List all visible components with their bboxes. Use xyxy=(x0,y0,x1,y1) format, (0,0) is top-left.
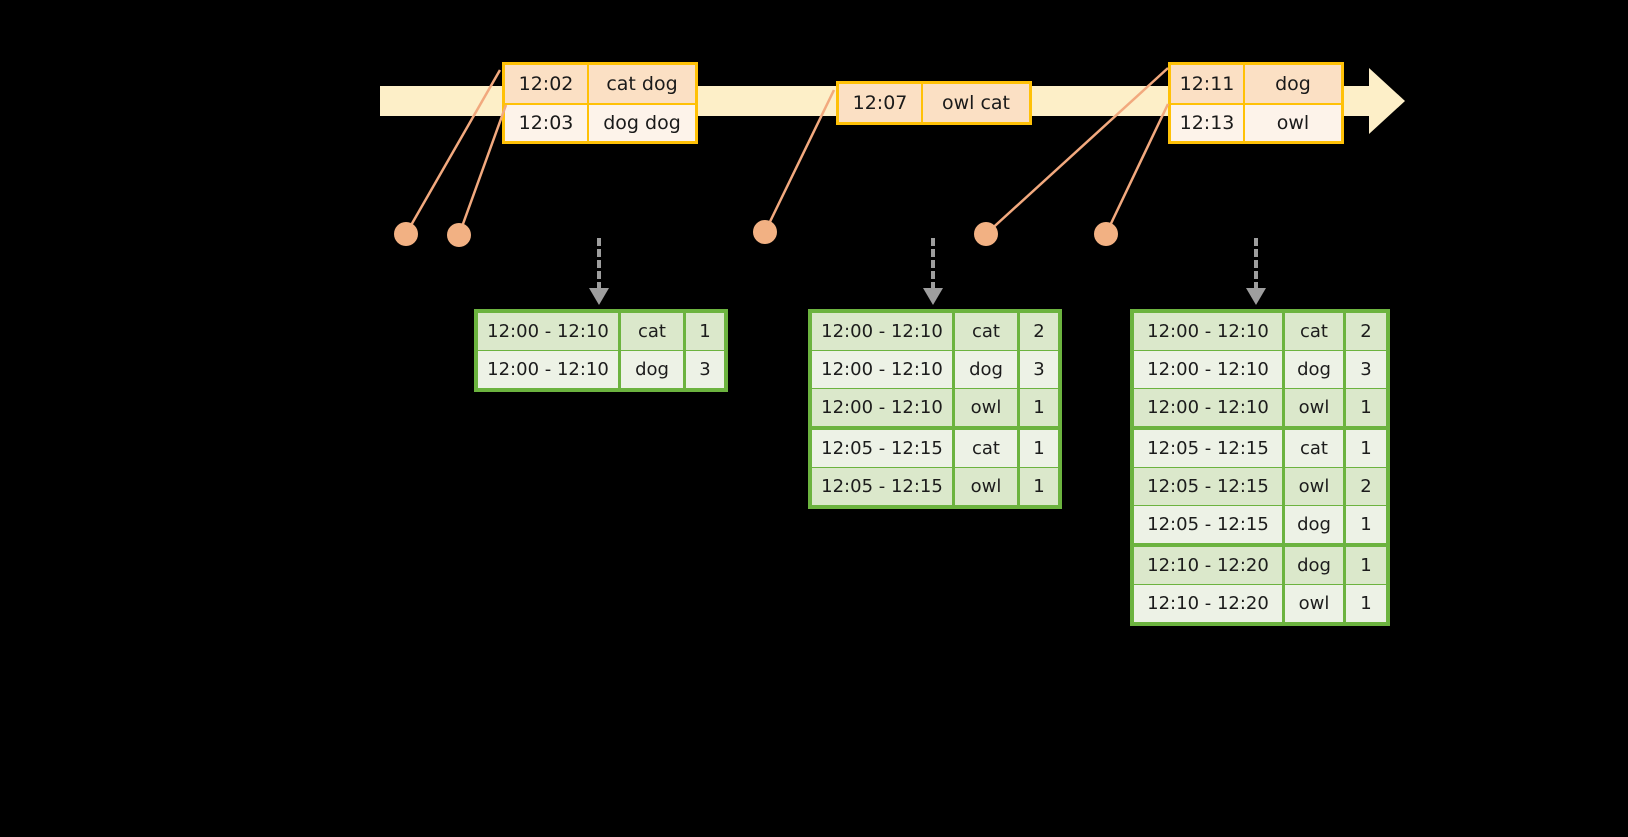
cell-window: 12:00 - 12:10 xyxy=(812,313,952,350)
cell-window: 12:00 - 12:10 xyxy=(1134,351,1282,388)
cell-count: 1 xyxy=(686,313,724,350)
event-time: 12:03 xyxy=(505,105,589,141)
event-box-3: 12:11 dog 12:13 owl xyxy=(1168,62,1344,144)
cell-count: 1 xyxy=(1346,506,1386,543)
cell-window: 12:05 - 12:15 xyxy=(812,468,952,505)
cell-window: 12:05 - 12:15 xyxy=(812,430,952,467)
cell-window: 12:10 - 12:20 xyxy=(1134,585,1282,622)
cell-count: 1 xyxy=(1020,389,1058,426)
event-box-2: 12:07 owl cat xyxy=(836,81,1032,125)
cell-word: dog xyxy=(955,351,1017,388)
cell-word: cat xyxy=(1285,313,1343,350)
event-marker-1-dot-icon xyxy=(394,222,418,246)
cell-window: 12:00 - 12:10 xyxy=(1134,389,1282,426)
arrow-head-icon xyxy=(923,288,943,305)
event-time: 12:11 xyxy=(1171,65,1245,103)
event-row: 12:07 owl cat xyxy=(839,84,1029,122)
event-words: owl xyxy=(1245,105,1341,141)
cell-window: 12:00 - 12:10 xyxy=(478,351,618,388)
cell-count: 1 xyxy=(1020,430,1058,467)
cell-window: 12:05 - 12:15 xyxy=(1134,430,1282,467)
cell-word: owl xyxy=(1285,389,1343,426)
cell-window: 12:10 - 12:20 xyxy=(1134,547,1282,584)
cell-count: 2 xyxy=(1020,313,1058,350)
cell-window: 12:00 - 12:10 xyxy=(812,351,952,388)
event-row: 12:11 dog xyxy=(1171,65,1341,103)
cell-count: 2 xyxy=(1346,468,1386,505)
cell-word: cat xyxy=(621,313,683,350)
cell-word: owl xyxy=(955,468,1017,505)
event-words: dog xyxy=(1245,65,1341,103)
event-words: cat dog xyxy=(589,65,695,103)
cell-word: cat xyxy=(955,313,1017,350)
cell-window: 12:00 - 12:10 xyxy=(478,313,618,350)
cell-count: 2 xyxy=(1346,313,1386,350)
cell-word: owl xyxy=(1285,468,1343,505)
arrow-shaft xyxy=(597,238,601,290)
event-marker-5-line xyxy=(1104,103,1170,235)
cell-word: dog xyxy=(1285,351,1343,388)
cell-word: cat xyxy=(1285,430,1343,467)
event-words: owl cat xyxy=(923,84,1029,122)
cell-count: 3 xyxy=(1020,351,1058,388)
event-marker-2-line xyxy=(457,104,508,236)
event-box-1: 12:02 cat dog 12:03 dog dog xyxy=(502,62,698,144)
event-marker-4-dot-icon xyxy=(974,222,998,246)
cell-count: 1 xyxy=(1346,430,1386,467)
event-row: 12:02 cat dog xyxy=(505,65,695,103)
event-marker-2-dot-icon xyxy=(447,223,471,247)
cell-count: 1 xyxy=(1346,389,1386,426)
cell-word: dog xyxy=(621,351,683,388)
arrow-head-icon xyxy=(589,288,609,305)
cell-window: 12:00 - 12:10 xyxy=(1134,313,1282,350)
event-time: 12:13 xyxy=(1171,105,1245,141)
cell-count: 3 xyxy=(686,351,724,388)
event-words: dog dog xyxy=(589,105,695,141)
event-row: 12:03 dog dog xyxy=(505,103,695,141)
event-marker-3-dot-icon xyxy=(753,220,777,244)
cell-word: owl xyxy=(1285,585,1343,622)
cell-window: 12:05 - 12:15 xyxy=(1134,468,1282,505)
event-row: 12:13 owl xyxy=(1171,103,1341,141)
cell-count: 3 xyxy=(1346,351,1386,388)
arrow-shaft xyxy=(931,238,935,290)
event-time: 12:07 xyxy=(839,84,923,122)
event-marker-5-dot-icon xyxy=(1094,222,1118,246)
timeline-arrow-head-icon xyxy=(1369,68,1405,134)
cell-word: dog xyxy=(1285,506,1343,543)
cell-window: 12:05 - 12:15 xyxy=(1134,506,1282,543)
cell-count: 1 xyxy=(1020,468,1058,505)
arrow-head-icon xyxy=(1246,288,1266,305)
cell-count: 1 xyxy=(1346,585,1386,622)
cell-window: 12:00 - 12:10 xyxy=(812,389,952,426)
cell-word: dog xyxy=(1285,547,1343,584)
cell-count: 1 xyxy=(1346,547,1386,584)
cell-word: owl xyxy=(955,389,1017,426)
cell-word: cat xyxy=(955,430,1017,467)
arrow-shaft xyxy=(1254,238,1258,290)
event-time: 12:02 xyxy=(505,65,589,103)
